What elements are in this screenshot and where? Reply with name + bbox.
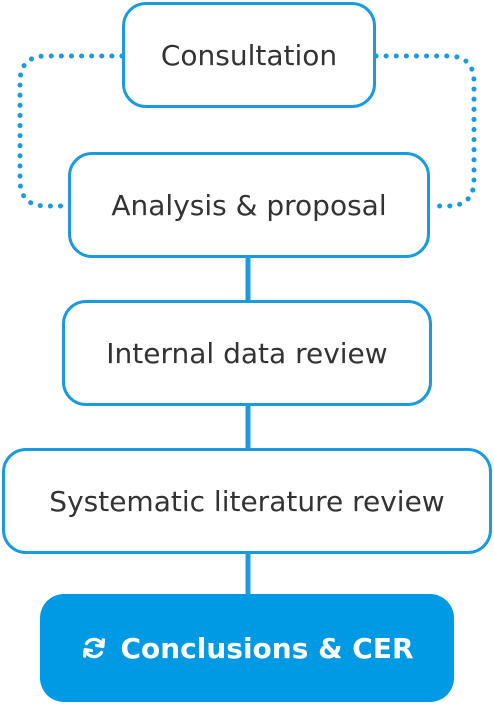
step-systematic-literature-review: Systematic literature review bbox=[2, 448, 492, 554]
loop-connector-right bbox=[373, 53, 477, 209]
step-internal-data-review: Internal data review bbox=[62, 300, 432, 406]
refresh-icon bbox=[83, 637, 106, 659]
step-analysis-proposal: Analysis & proposal bbox=[68, 152, 430, 258]
step-label: Analysis & proposal bbox=[111, 188, 387, 222]
step-label: Conclusions & CER bbox=[120, 631, 414, 665]
step-label: Systematic literature review bbox=[49, 484, 445, 518]
step-consultation: Consultation bbox=[122, 2, 376, 108]
step-conclusions-cer: Conclusions & CER bbox=[40, 594, 454, 702]
step-label: Consultation bbox=[160, 38, 338, 72]
step-label: Internal data review bbox=[106, 336, 388, 370]
